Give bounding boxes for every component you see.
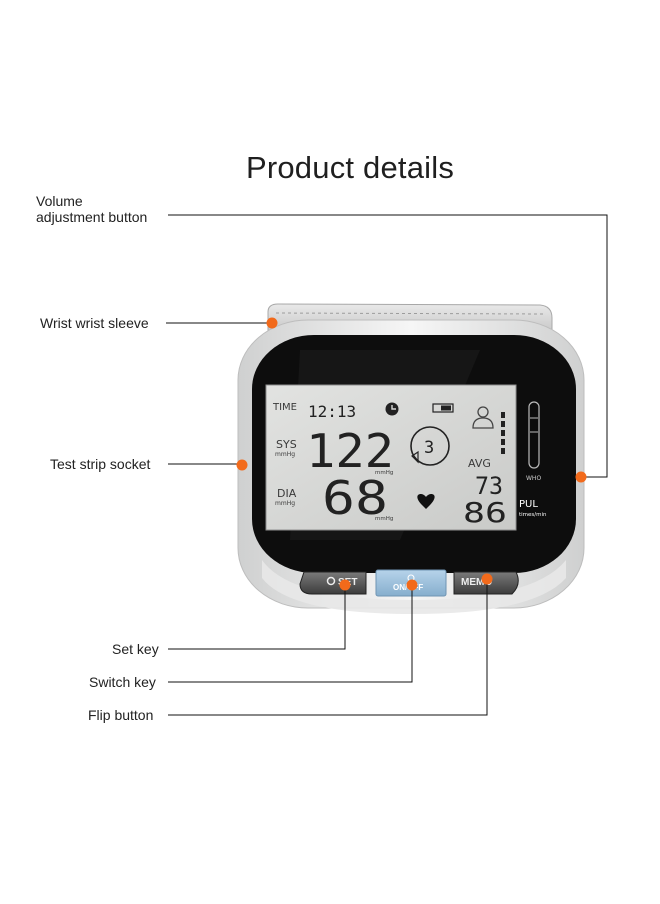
- marker-set: [339, 579, 351, 591]
- memory-number: 3: [424, 438, 434, 458]
- speaker-icon: [411, 450, 419, 464]
- memory-circle: [410, 426, 450, 466]
- sys-value: 122: [306, 424, 394, 478]
- callout-volume: Volume adjustment button: [36, 193, 147, 225]
- who-indicator: [528, 401, 540, 469]
- battery-level: [441, 405, 451, 411]
- button-strip: [262, 560, 566, 614]
- dia-unit: mmHg: [275, 500, 295, 507]
- leader-lines: [166, 214, 608, 716]
- avg-value: 73: [475, 472, 503, 500]
- leader-flip: [168, 580, 488, 716]
- sys-small-unit: mmHg: [375, 470, 393, 476]
- battery-icon: [432, 403, 454, 413]
- leader-volume: [168, 214, 608, 478]
- page-title: Product details: [245, 150, 455, 185]
- user-icon-body: [472, 417, 494, 429]
- callout-switch-key: Switch key: [89, 674, 156, 690]
- gear-icon: [326, 576, 336, 586]
- sys-unit: mmHg: [275, 451, 295, 458]
- sleeve-stitch: [275, 312, 545, 315]
- marker-flip: [481, 573, 493, 585]
- marker-strip: [236, 459, 248, 471]
- clock-hands: [391, 405, 396, 410]
- callout-sleeve: Wrist wrist sleeve: [40, 315, 149, 331]
- level-bar-4: [501, 439, 505, 445]
- level-bar-3: [501, 430, 505, 436]
- who-label: WHO: [526, 475, 541, 482]
- user-icon-head: [477, 406, 489, 418]
- markers: [236, 317, 587, 591]
- level-bar-1: [501, 412, 505, 418]
- marker-sleeve: [266, 317, 278, 329]
- time-label: TIME: [272, 402, 297, 413]
- dia-small-unit: mmHg: [375, 516, 393, 522]
- marker-volume: [575, 471, 587, 483]
- pul-label: PUL: [519, 499, 538, 510]
- callout-volume-line2: adjustment button: [36, 209, 148, 225]
- level-bar-2: [501, 421, 505, 427]
- dia-label: DIA: [277, 487, 297, 500]
- callout-strip: Test strip socket: [50, 456, 151, 472]
- heart-icon: [417, 494, 435, 509]
- leader-switch: [168, 586, 413, 683]
- callout-volume-line1: Volume: [36, 193, 83, 209]
- set-button[interactable]: SET: [299, 571, 367, 595]
- sys-label: SYS: [276, 438, 297, 451]
- callout-set-key: Set key: [112, 641, 159, 657]
- level-bar-5: [501, 448, 505, 454]
- callout-flip-button: Flip button: [88, 707, 154, 723]
- memo-button-label: MEMO: [461, 577, 492, 588]
- avg-label: AVG: [468, 457, 491, 470]
- pul-unit: times/min: [519, 512, 547, 518]
- time-value: 12:13: [308, 402, 356, 421]
- pulse-value: 86: [463, 496, 507, 529]
- dia-value: 68: [322, 471, 388, 525]
- leader-set: [168, 586, 346, 650]
- marker-switch: [406, 579, 418, 591]
